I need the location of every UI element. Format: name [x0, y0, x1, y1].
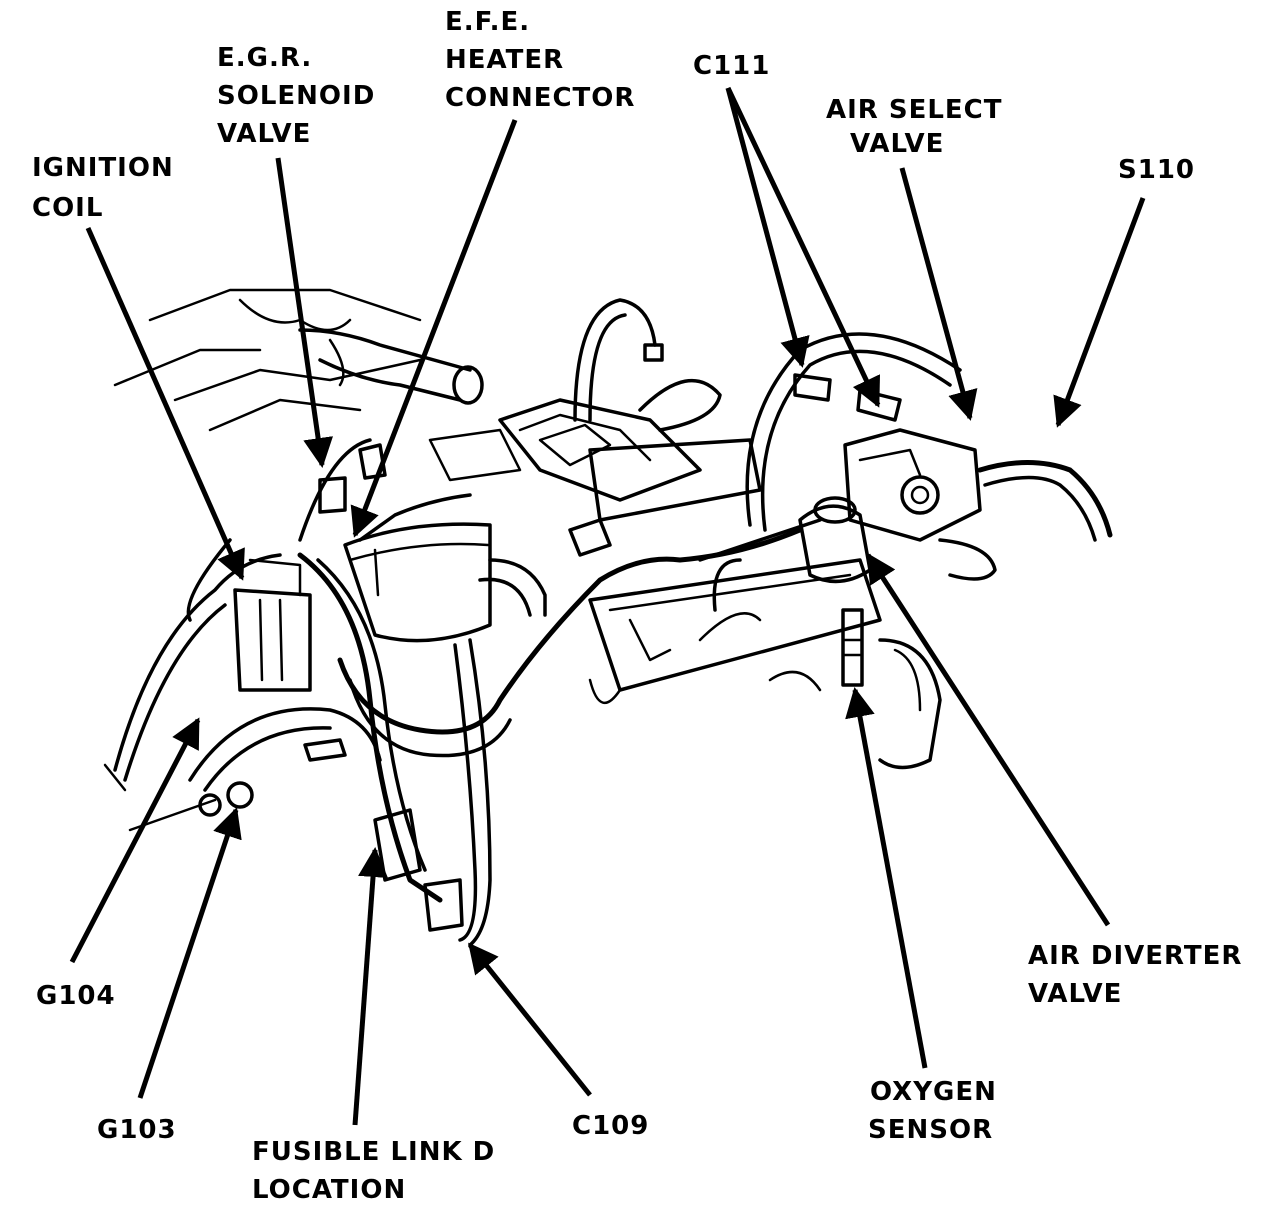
- arrow-g103: [137, 807, 242, 1099]
- label-s110: S110: [1118, 155, 1195, 185]
- arrow-fusible-link: [352, 847, 389, 1126]
- arrow-air-select: [899, 167, 978, 421]
- label-air-diverter: AIR DIVERTER VALVE: [1028, 941, 1252, 1009]
- label-air-select: AIR SELECT VALVE: [826, 95, 1013, 159]
- arrow-c111-a: [725, 87, 810, 368]
- arrow-egr-valve: [275, 157, 334, 468]
- arrow-s110: [1053, 197, 1146, 428]
- label-efe-connector: E.F.E. HEATER CONNECTOR: [445, 7, 635, 113]
- label-ignition-coil: IGNITION COIL: [32, 153, 184, 223]
- arrow-efe-connector: [350, 119, 518, 538]
- callout-arrows: [69, 86, 1146, 1126]
- label-fusible-link: FUSIBLE LINK D LOCATION: [252, 1137, 505, 1205]
- label-egr-valve: E.G.R. SOLENOID VALVE: [217, 43, 385, 149]
- arrow-ignition-coil: [85, 226, 245, 581]
- label-c109: C109: [572, 1111, 649, 1141]
- label-oxygen-sensor: OXYGEN SENSOR: [868, 1077, 1007, 1145]
- arrow-air-diverter: [865, 552, 1111, 927]
- arrow-g104: [69, 717, 201, 964]
- arrow-oxygen-sensor: [845, 687, 928, 1069]
- arrow-c109: [468, 942, 592, 1097]
- label-g104: G104: [36, 981, 116, 1011]
- engine-illustration: [103, 288, 1113, 947]
- label-c111: C111: [693, 51, 770, 81]
- label-g103: G103: [97, 1115, 177, 1145]
- callout-labels: IGNITION COIL E.G.R. SOLENOID VALVE E.F.…: [32, 7, 1252, 1205]
- arrow-c111-b: [725, 86, 881, 408]
